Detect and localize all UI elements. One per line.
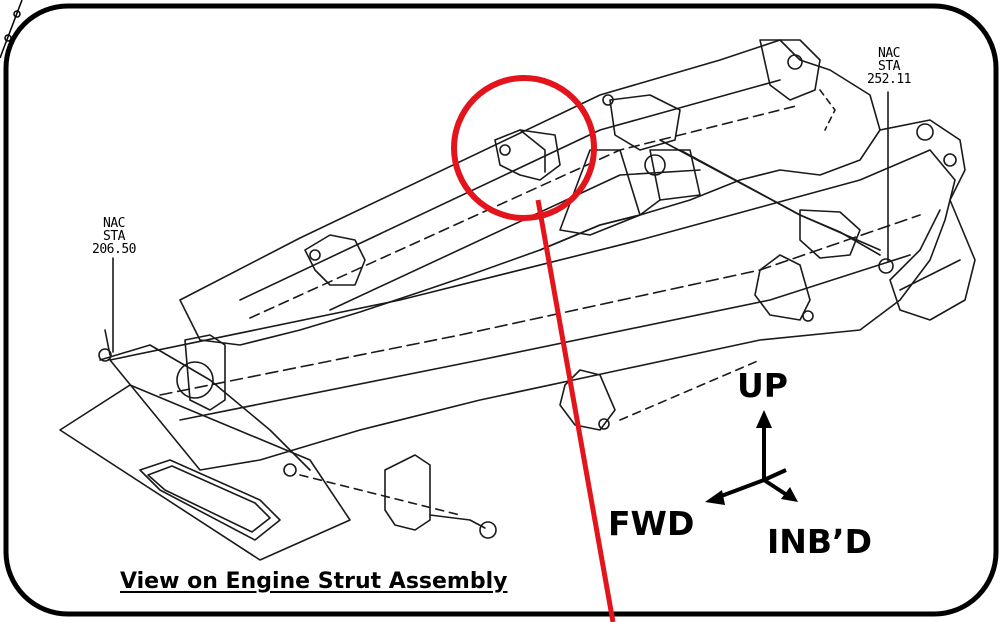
station-label-252: NAC STA 252.11	[863, 47, 915, 86]
station-line2: STA	[878, 59, 900, 74]
forward-plate	[59, 384, 351, 561]
station-line1: NAC	[878, 46, 900, 61]
highlighted-fitting	[494, 129, 561, 181]
direction-axes	[705, 410, 798, 505]
station-value: 206.50	[92, 242, 136, 257]
upper-spar	[179, 39, 881, 346]
lower-spar	[109, 149, 956, 471]
highlight-circle	[451, 75, 597, 221]
station-label-206: NAC STA 206.50	[88, 217, 140, 256]
diagram-caption: View on Engine Strut Assembly	[120, 569, 508, 594]
station-line2: STA	[103, 229, 125, 244]
page-edge-mark	[0, 0, 23, 59]
station-value: 252.11	[867, 72, 911, 87]
direction-inbd-label: INB’D	[767, 522, 872, 561]
direction-fwd-label: FWD	[608, 504, 695, 543]
station-line1: NAC	[103, 216, 125, 231]
direction-up-label: UP	[737, 366, 788, 405]
highlight-leader-line	[535, 199, 616, 622]
frame-border	[3, 3, 999, 617]
aft-fitting	[879, 119, 976, 321]
strut-assembly-drawing	[59, 39, 976, 561]
